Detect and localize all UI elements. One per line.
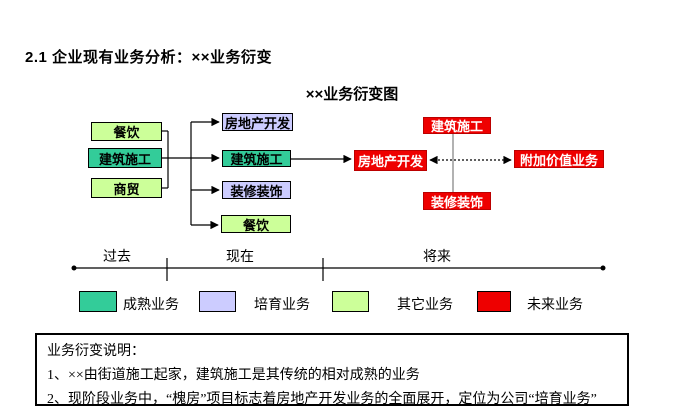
notes-title: 业务衍变说明： <box>47 344 145 359</box>
future-box-decoration: 装修装饰 <box>423 192 491 210</box>
past-box-construction: 建筑施工 <box>88 148 162 168</box>
past-box-restaurant: 餐饮 <box>91 122 162 141</box>
legend-swatch-future <box>477 291 511 312</box>
present-box-restaurant: 餐饮 <box>221 215 291 233</box>
present-box-construction: 建筑施工 <box>222 150 291 167</box>
flow-connectors <box>162 117 512 230</box>
timeline-label-present: 现在 <box>226 250 254 265</box>
future-box-real-estate: 房地产开发 <box>354 150 427 171</box>
timeline-label-future: 将来 <box>423 250 451 265</box>
future-box-value-added: 附加价值业务 <box>514 150 604 168</box>
legend-label-future: 未来业务 <box>527 298 583 313</box>
legend-label-other: 其它业务 <box>397 298 453 313</box>
notes-box: 业务衍变说明： 1、××由街道施工起家，建筑施工是其传统的相对成熟的业务 2、现… <box>35 333 629 407</box>
timeline-label-past: 过去 <box>103 250 131 265</box>
legend-label-cultivate: 培育业务 <box>254 298 310 313</box>
future-box-construction: 建筑施工 <box>423 117 491 134</box>
legend-swatch-cultivate <box>199 291 236 312</box>
page-title: 2.1 企业现有业务分析：××业务衍变 <box>25 49 273 66</box>
present-box-decoration: 装修装饰 <box>222 181 291 199</box>
diagram-title: ××业务衍变图 <box>305 86 399 103</box>
notes-item-2: 2、现阶段业务中，“槐房”项目标志着房地产开发业务的全面展开，定位为公司“培育业… <box>47 392 597 407</box>
timeline-axis <box>71 258 606 281</box>
present-box-real-estate: 房地产开发 <box>222 113 293 131</box>
legend-label-mature: 成熟业务 <box>123 298 179 313</box>
notes-item-1: 1、××由街道施工起家，建筑施工是其传统的相对成熟的业务 <box>47 368 420 383</box>
past-box-trade: 商贸 <box>91 178 162 198</box>
legend-swatch-mature <box>79 291 117 312</box>
legend-swatch-other <box>332 291 369 312</box>
